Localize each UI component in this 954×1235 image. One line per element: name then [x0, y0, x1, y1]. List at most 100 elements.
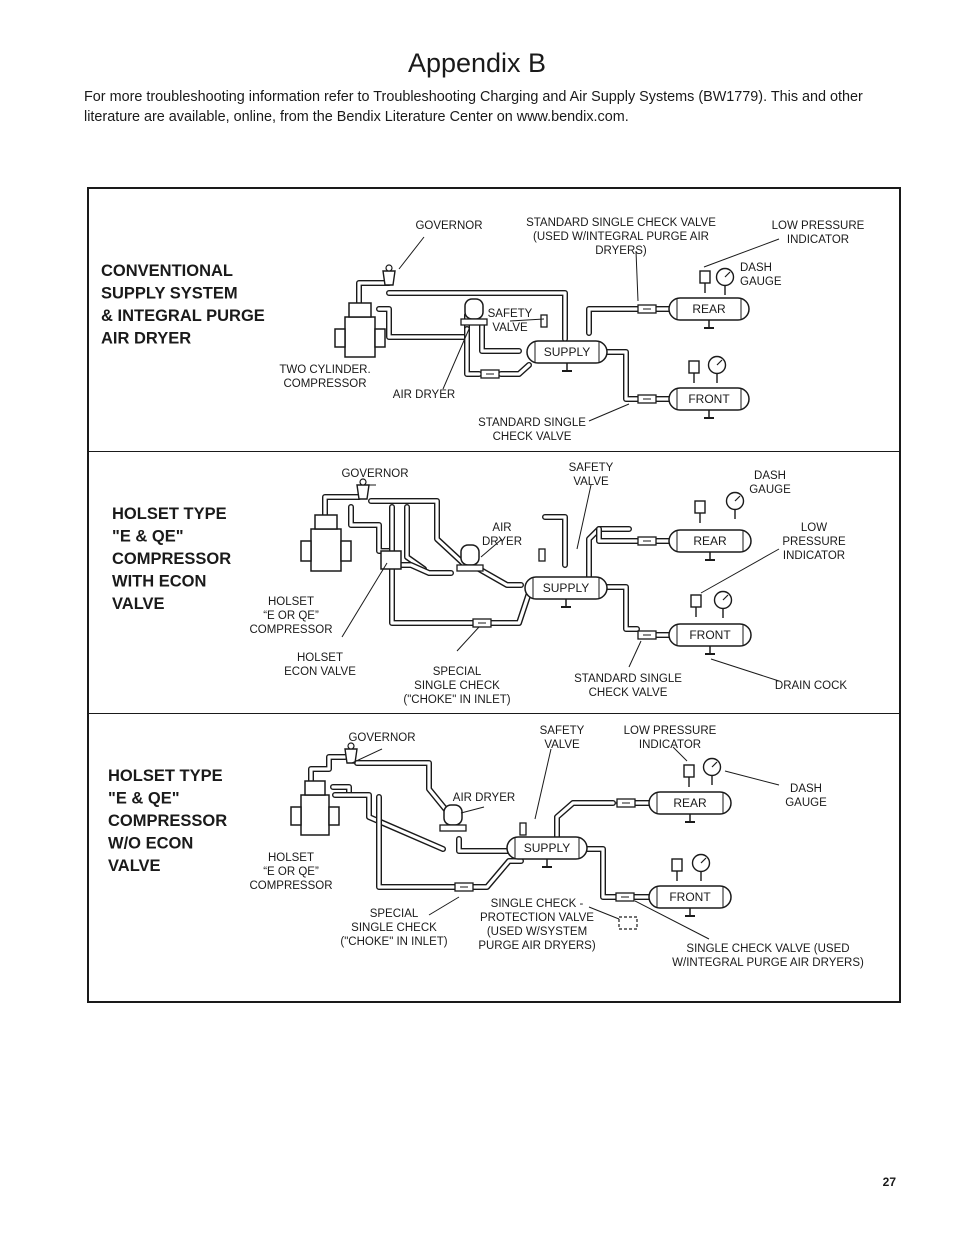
dash-gauge-label-line: GAUGE [749, 484, 791, 496]
air-line [331, 785, 351, 795]
diagram-canvas: CONVENTIONAL SUPPLY SYSTEM & INTEGRAL PURG… [101, 217, 865, 969]
low-pressure-label-line: INDICATOR [783, 550, 845, 562]
air-line [587, 527, 631, 581]
low-pressure-label-line: INDICATOR [787, 234, 849, 246]
safety-valve [519, 822, 527, 836]
air-line-outline [348, 504, 392, 554]
protection-valve-label-line: PROTECTION VALVE [480, 912, 594, 924]
system-title-line: "E & QE" [108, 790, 180, 808]
leader-line [700, 548, 780, 594]
protection-valve-label-line: (USED W/SYSTEM [487, 926, 587, 938]
governor [344, 748, 358, 764]
tank-label: FRONT [688, 392, 730, 406]
gauge-needle [734, 495, 741, 502]
leader-line [634, 900, 710, 940]
compressor-label-line: “E OR QE” [263, 866, 319, 878]
leader-line [576, 484, 592, 550]
tank-label: REAR [673, 796, 707, 810]
low-pressure-label-line: PRESSURE [782, 536, 846, 548]
air-line-outline [389, 566, 478, 626]
air-line [465, 327, 481, 376]
air-line [604, 350, 639, 401]
low-pressure-label-line: LOW PRESSURE [624, 725, 717, 737]
air-line-outline [586, 306, 640, 336]
governor-label-line: GOVERNOR [341, 468, 408, 480]
air-line-outline [456, 836, 512, 854]
low-pressure-label: LOW PRESSURE INDICATOR [782, 522, 846, 562]
check-valve-label-line: STANDARD SINGLE [574, 673, 682, 685]
compressor-body [344, 316, 376, 358]
low-pressure-indicator [683, 764, 695, 778]
check-valve-label-line: W/INTEGRAL PURGE AIR DRYERS) [672, 957, 864, 969]
leader-line [588, 403, 630, 422]
dash-gauge-label-line: GAUGE [785, 797, 827, 809]
system-title-line: VALVE [112, 595, 165, 613]
air-line-outline [582, 846, 620, 900]
air-line [323, 495, 361, 523]
tank-label: SUPPLY [524, 841, 570, 855]
leader-line [635, 250, 639, 302]
leader-line [710, 658, 780, 682]
leader-line [672, 746, 688, 762]
compressor-label: HOLSET“E OR QE”COMPRESSOR [249, 852, 332, 892]
leader-line [588, 906, 620, 920]
system-title-line: COMPRESSOR [112, 550, 231, 568]
air-line [333, 793, 445, 851]
air-dryer-base [456, 564, 484, 572]
tank-label: REAR [693, 534, 727, 548]
special-check-label-line: SINGLE CHECK [414, 680, 500, 692]
air-line [587, 307, 639, 335]
air-line [369, 499, 466, 566]
air-dryer-label: AIR DRYER [453, 792, 515, 804]
check-valve-label: STANDARD SINGLE CHECK VALVE [574, 673, 682, 699]
compressor-head [348, 302, 372, 318]
governor [382, 270, 396, 286]
leader-line [460, 806, 485, 814]
air-line [377, 307, 469, 339]
check-valve-label-line: CHECK VALVE [589, 687, 668, 699]
system-title-line: SUPPLY SYSTEM [101, 285, 238, 303]
governor-label: GOVERNOR [415, 220, 482, 232]
special-check-label-line: SPECIAL [370, 908, 419, 920]
low-pressure-label-line: LOW [801, 522, 827, 534]
low-pressure-indicator [688, 360, 700, 374]
leader-line [534, 748, 552, 820]
governor-cap [359, 478, 367, 486]
tank-label: FRONT [689, 628, 731, 642]
special-check-label-line: ("CHOKE" IN INLET) [340, 936, 447, 948]
compressor-flange [300, 540, 312, 562]
air-line [390, 567, 477, 625]
governor-label: GOVERNOR [348, 732, 415, 744]
leader-line [428, 896, 460, 916]
econ-valve-label-line: ECON VALVE [284, 666, 356, 678]
check-valve-label-line: STANDARD SINGLE CHECK VALVE [526, 217, 716, 229]
system-title-line: CONVENTIONAL [101, 262, 233, 280]
system-title-line: & INTEGRAL PURGE [101, 307, 265, 325]
safety-valve [538, 548, 546, 562]
governor-label-line: GOVERNOR [348, 732, 415, 744]
gauge-needle [724, 271, 731, 278]
protection-valve-label-line: SINGLE CHECK - [491, 898, 584, 910]
air-line-outline [464, 326, 482, 377]
protection-valve [618, 916, 638, 930]
compressor-label-line: “E OR QE” [263, 610, 319, 622]
gauge-needle [722, 594, 729, 601]
compressor-head [304, 780, 326, 796]
air-line [597, 527, 639, 543]
governor-cap [385, 264, 393, 272]
check-valve-label-line: DRYERS) [595, 245, 647, 257]
compressor-label-line: COMPRESSOR [249, 880, 332, 892]
page-title: Appendix B [407, 48, 547, 78]
safety-valve [540, 314, 548, 328]
air-line-outline [376, 306, 470, 340]
gauge-needle [711, 761, 718, 768]
air-dryer [443, 804, 463, 826]
compressor-label-line: HOLSET [268, 596, 314, 608]
check-valve-label-line: CHECK VALVE [493, 431, 572, 443]
air-line [499, 363, 531, 376]
